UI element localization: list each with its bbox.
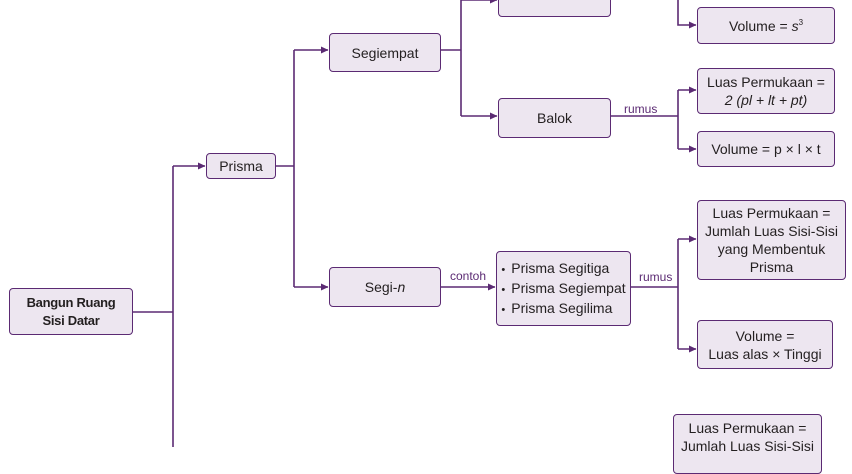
list-item: Prisma Segitiga [501,259,625,279]
balok-rumus-label: rumus [624,102,658,116]
balok-node: Balok [498,98,611,138]
list-item: Prisma Segilima [501,299,625,319]
bottom-luas-node: Luas Permukaan = Jumlah Luas Sisi-Sisi [673,414,822,474]
edge-kubus-volume [677,0,697,29]
kubus-node-partial [498,0,611,17]
examples-list: Prisma Segitiga Prisma Segiempat Prisma … [497,259,629,319]
segi-n-node: Segi-n [329,267,441,307]
examples-rumus-label: rumus [639,270,673,284]
prisma-node: Prisma [206,153,276,179]
prisma-volume-node: Volume = Luas alas × Tinggi [697,320,833,369]
balok-volume-node: Volume = p × l × t [697,131,835,167]
root-node: Bangun Ruang Sisi Datar [9,288,133,335]
connector-lines [133,0,697,447]
prisma-luas-node: Luas Permukaan = Jumlah Luas Sisi-Sisi y… [697,200,846,280]
balok-luas-node: Luas Permukaan = 2 (pl + lt + pt) [697,68,835,114]
kubus-volume-formula: Volume = s3 [728,17,804,34]
segi-n-contoh-label: contoh [450,269,487,283]
balok-luas-formula: 2 (pl + lt + pt) [724,92,808,108]
list-item: Prisma Segiempat [501,279,625,299]
kubus-volume-node: Volume = s3 [697,7,835,44]
segiempat-node: Segiempat [329,33,441,72]
examples-node: Prisma Segitiga Prisma Segiempat Prisma … [496,251,631,326]
